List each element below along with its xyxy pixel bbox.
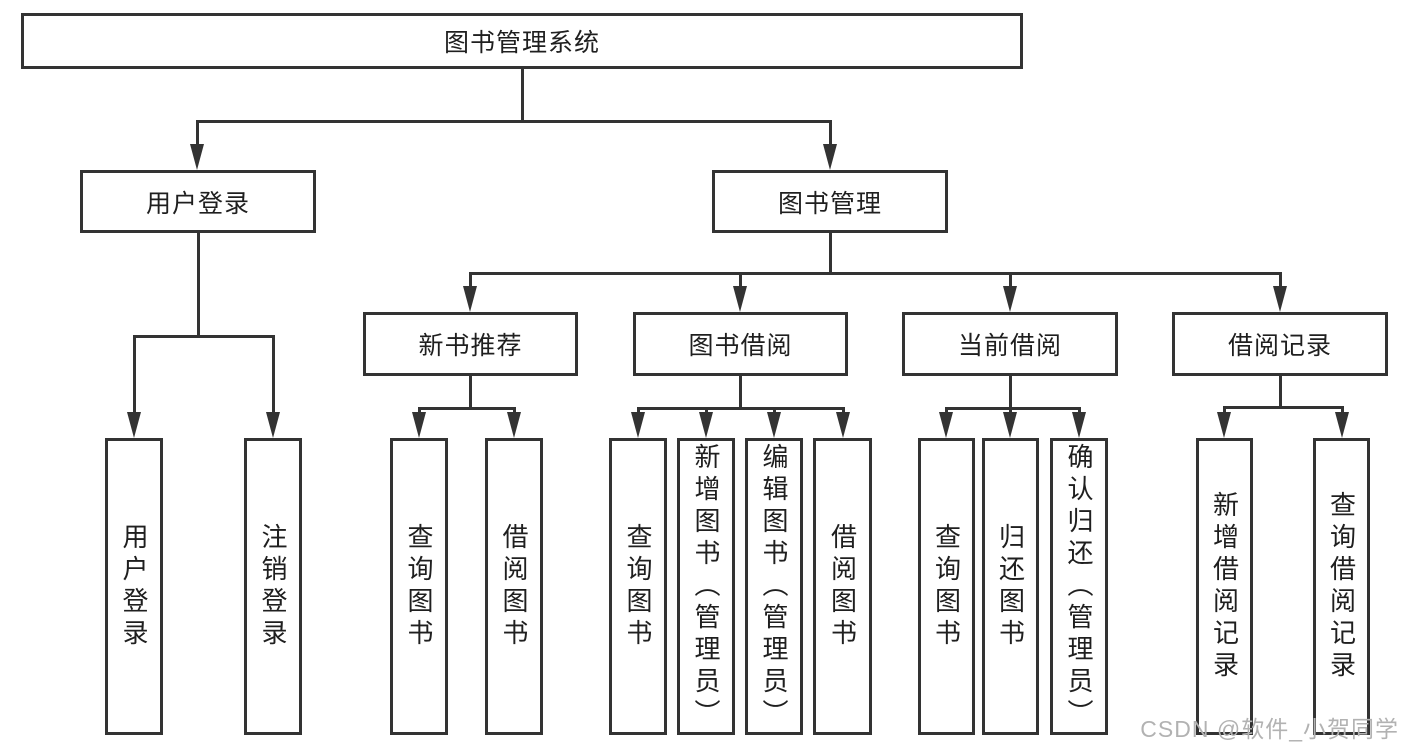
connector-vline	[773, 407, 776, 415]
arrow-down-icon	[699, 412, 713, 438]
arrow-down-icon	[507, 412, 521, 438]
arrow-down-icon	[823, 144, 837, 170]
arrow-down-icon	[463, 286, 477, 312]
connector-vline	[829, 233, 832, 272]
connector-hline	[945, 407, 1081, 410]
leaf-query-borrow-record: 查询借阅记录	[1313, 438, 1370, 735]
arrow-down-icon	[939, 412, 953, 438]
arrow-down-icon	[266, 412, 280, 438]
connector-vline	[272, 335, 275, 414]
connector-vline	[637, 407, 640, 415]
leaf-query-books-recommend-label: 查询图书	[404, 522, 434, 651]
node-book-management: 图书管理	[712, 170, 948, 233]
leaf-borrow-books: 借阅图书	[813, 438, 872, 735]
arrow-down-icon	[412, 412, 426, 438]
leaf-query-books-borrow: 查询图书	[609, 438, 667, 735]
connector-hline	[133, 335, 275, 338]
node-current-borrow: 当前借阅	[902, 312, 1118, 376]
connector-vline	[829, 120, 832, 146]
node-current-borrow-label: 当前借阅	[957, 332, 1062, 360]
connector-hline	[196, 120, 832, 123]
connector-vline	[842, 407, 845, 415]
connector-vline	[1009, 407, 1012, 415]
node-new-book-recommend: 新书推荐	[363, 312, 578, 376]
node-book-borrow-label: 图书借阅	[688, 332, 793, 360]
connector-vline	[1078, 407, 1081, 415]
connector-vline	[1279, 375, 1282, 406]
connector-vline	[197, 233, 200, 335]
arrow-down-icon	[1072, 412, 1086, 438]
arrow-down-icon	[1003, 412, 1017, 438]
arrow-down-icon	[733, 286, 747, 312]
leaf-query-borrow-record-label: 查询借阅记录	[1326, 490, 1357, 683]
node-user-login-label: 用户登录	[145, 189, 250, 218]
arrow-down-icon	[127, 412, 141, 438]
node-new-book-recommend-label: 新书推荐	[418, 332, 523, 360]
leaf-borrow-books-recommend: 借阅图书	[485, 438, 543, 735]
node-book-borrow: 图书借阅	[633, 312, 848, 376]
connector-vline	[133, 335, 136, 414]
connector-vline	[945, 407, 948, 415]
connector-vline	[739, 272, 742, 288]
leaf-user-login: 用户登录	[105, 438, 163, 735]
connector-vline	[418, 407, 421, 415]
leaf-add-borrow-record: 新增借阅记录	[1196, 438, 1253, 735]
arrow-down-icon	[1335, 412, 1349, 438]
connector-vline	[1009, 376, 1012, 407]
node-borrow-records-label: 借阅记录	[1227, 332, 1332, 360]
node-root-label: 图书管理系统	[443, 29, 600, 57]
leaf-add-books-admin-label: 新增图书（管理员）	[691, 442, 721, 731]
leaf-user-login-label: 用户登录	[119, 522, 149, 651]
connector-vline	[1223, 406, 1226, 415]
connector-hline	[418, 407, 516, 410]
leaf-edit-books-admin: 编辑图书（管理员）	[745, 438, 803, 735]
leaf-add-books-admin: 新增图书（管理员）	[677, 438, 735, 735]
leaf-query-books-borrow-label: 查询图书	[623, 522, 653, 651]
arrow-down-icon	[190, 144, 204, 170]
leaf-return-books: 归还图书	[982, 438, 1039, 735]
connector-vline	[469, 376, 472, 407]
connector-vline	[1009, 272, 1012, 288]
arrow-down-icon	[631, 412, 645, 438]
arrow-down-icon	[767, 412, 781, 438]
leaf-borrow-books-label: 借阅图书	[827, 522, 858, 651]
connector-vline	[705, 407, 708, 415]
connector-hline	[637, 407, 845, 410]
connector-vline	[521, 69, 524, 120]
connector-vline	[1279, 272, 1282, 288]
leaf-edit-books-admin-label: 编辑图书（管理员）	[759, 442, 789, 731]
leaf-query-books-current-label: 查询图书	[931, 522, 962, 651]
connector-vline	[196, 120, 199, 146]
leaf-query-books-recommend: 查询图书	[390, 438, 448, 735]
arrow-down-icon	[1217, 412, 1231, 438]
connector-hline	[1223, 406, 1343, 409]
leaf-return-books-label: 归还图书	[995, 522, 1026, 651]
connector-hline	[469, 272, 1282, 275]
connector-vline	[739, 376, 742, 407]
node-borrow-records: 借阅记录	[1172, 312, 1388, 376]
connector-vline	[1341, 406, 1344, 415]
arrow-down-icon	[1003, 286, 1017, 312]
leaf-add-borrow-record-label: 新增借阅记录	[1209, 490, 1240, 683]
arrow-down-icon	[836, 412, 850, 438]
connector-vline	[513, 407, 516, 415]
leaf-borrow-books-recommend-label: 借阅图书	[499, 522, 529, 651]
leaf-confirm-return-admin-label: 确认归还（管理员）	[1064, 442, 1094, 731]
connector-vline	[469, 272, 472, 288]
node-root: 图书管理系统	[21, 13, 1023, 69]
leaf-logout-login: 注销登录	[244, 438, 302, 735]
node-book-management-label: 图书管理	[777, 189, 882, 218]
arrow-down-icon	[1273, 286, 1287, 312]
leaf-logout-login-label: 注销登录	[258, 522, 288, 651]
csdn-watermark: CSDN @软件_小贺同学	[1140, 716, 1399, 742]
leaf-confirm-return-admin: 确认归还（管理员）	[1050, 438, 1108, 735]
node-user-login: 用户登录	[80, 170, 316, 233]
leaf-query-books-current: 查询图书	[918, 438, 975, 735]
